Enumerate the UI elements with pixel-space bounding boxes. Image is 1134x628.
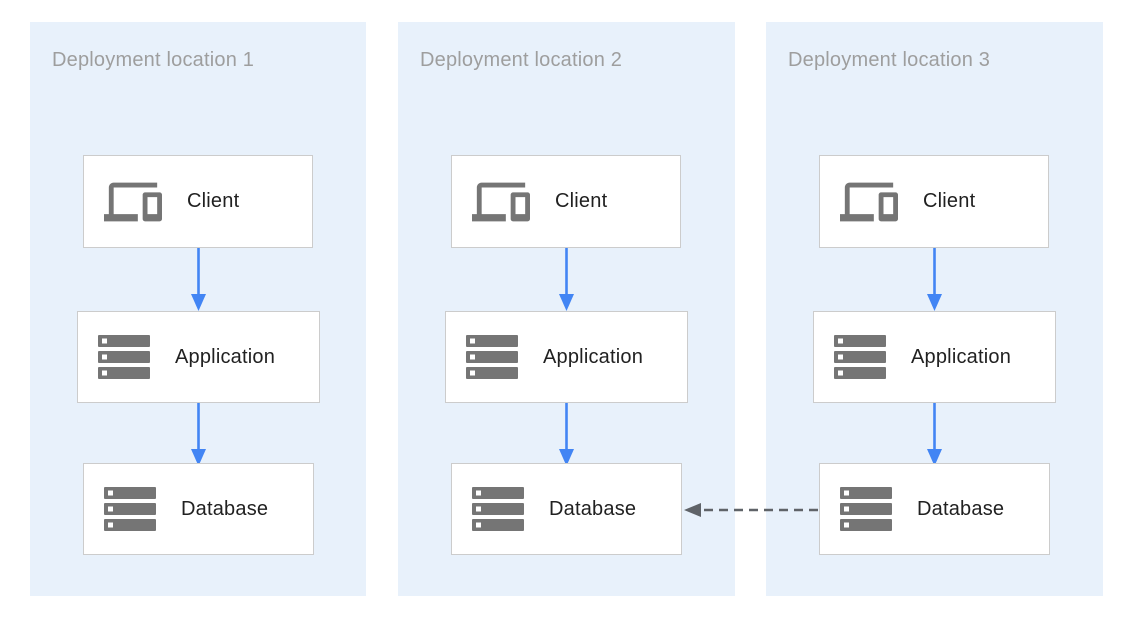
- devices-icon: [840, 173, 898, 231]
- arrow-client-to-application: [559, 248, 574, 311]
- node-label: Application: [911, 345, 1012, 368]
- node-client: Client: [83, 155, 313, 248]
- panel-deployment-location-2: Deployment location 2 Client: [398, 22, 735, 596]
- devices-icon: [472, 173, 530, 231]
- storage-icon: [840, 487, 892, 531]
- node-label: Application: [543, 345, 644, 368]
- panel-deployment-location-1: Deployment location 1 Client: [30, 22, 366, 596]
- node-label: Client: [923, 190, 976, 212]
- node-label: Database: [917, 497, 1005, 520]
- node-application: Application: [445, 311, 688, 403]
- arrow-client-to-application: [927, 248, 942, 311]
- arrow-client-to-application: [191, 248, 206, 311]
- node-label: Client: [555, 190, 608, 212]
- node-database: Database: [819, 463, 1050, 555]
- node-application: Application: [813, 311, 1056, 403]
- storage-icon: [834, 335, 886, 379]
- storage-icon: [104, 487, 156, 531]
- node-label: Application: [175, 345, 276, 368]
- panel-title: Deployment location 2: [420, 49, 623, 71]
- devices-icon: [104, 173, 162, 231]
- node-client: Client: [819, 155, 1049, 248]
- node-label: Client: [187, 190, 240, 212]
- arrow-application-to-database: [927, 403, 942, 466]
- node-label: Database: [181, 497, 269, 520]
- node-client: Client: [451, 155, 681, 248]
- storage-icon: [466, 335, 518, 379]
- arrow-database3-to-database2-dashed: [684, 503, 818, 517]
- storage-icon: [98, 335, 150, 379]
- storage-icon: [472, 487, 524, 531]
- panel-deployment-location-3: Deployment location 3 Client: [766, 22, 1103, 596]
- arrow-application-to-database: [191, 403, 206, 466]
- node-label: Database: [549, 497, 637, 520]
- node-database: Database: [451, 463, 682, 555]
- node-database: Database: [83, 463, 314, 555]
- node-application: Application: [77, 311, 320, 403]
- arrow-application-to-database: [559, 403, 574, 466]
- panel-title: Deployment location 1: [52, 49, 255, 71]
- panel-title: Deployment location 3: [788, 49, 991, 71]
